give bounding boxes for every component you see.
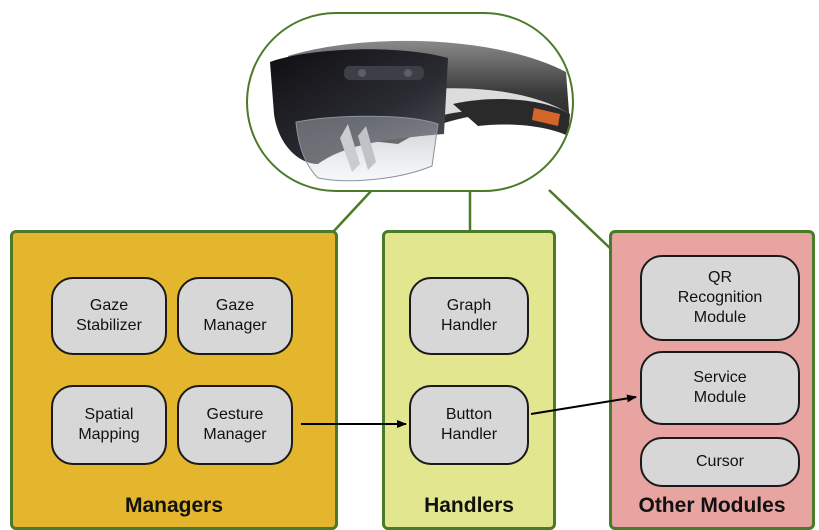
mixed-reality-headset-icon xyxy=(270,40,570,182)
connector-other xyxy=(548,189,613,251)
handlers-panel: Graph Handler Button Handler Handlers xyxy=(382,230,556,530)
cursor-module[interactable]: Cursor xyxy=(640,437,800,487)
button-handler-module[interactable]: Button Handler xyxy=(409,385,529,465)
qr-recognition-module[interactable]: QR Recognition Module xyxy=(640,255,800,341)
connector-managers xyxy=(332,189,373,233)
gaze-manager-module[interactable]: Gaze Manager xyxy=(177,277,293,355)
managers-title: Managers xyxy=(124,494,224,517)
graph-handler-module[interactable]: Graph Handler xyxy=(409,277,529,355)
other-modules-panel: QR Recognition Module Service Module Cur… xyxy=(609,230,815,530)
other-modules-title: Other Modules xyxy=(638,494,786,517)
gaze-stabilizer-module[interactable]: Gaze Stabilizer xyxy=(51,277,167,355)
spatial-mapping-module[interactable]: Spatial Mapping xyxy=(51,385,167,465)
device-frame xyxy=(246,12,574,192)
managers-panel: Gaze Stabilizer Gaze Manager Spatial Map… xyxy=(10,230,338,530)
handlers-title: Handlers xyxy=(424,494,514,517)
gesture-manager-module[interactable]: Gesture Manager xyxy=(177,385,293,465)
service-module[interactable]: Service Module xyxy=(640,351,800,425)
